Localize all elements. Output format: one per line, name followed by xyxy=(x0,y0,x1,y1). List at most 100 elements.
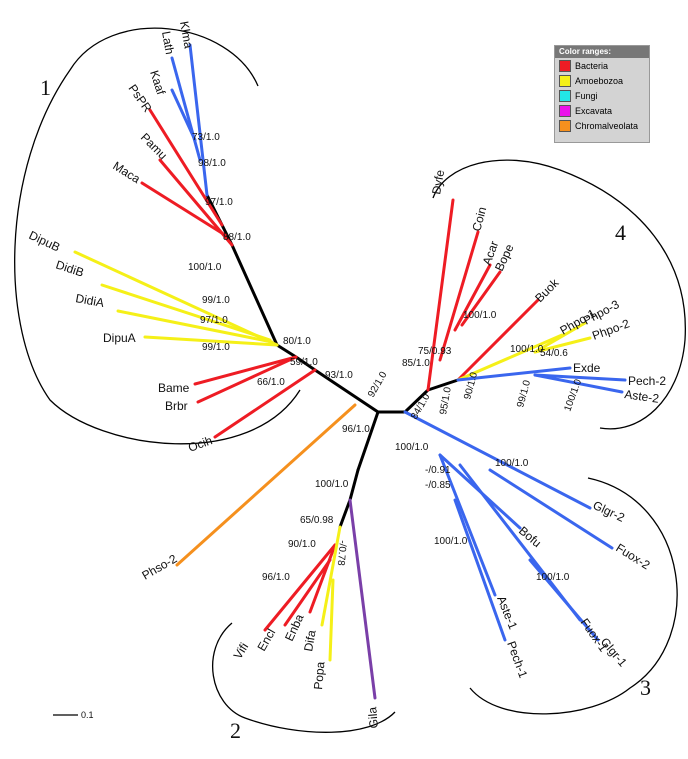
branch-enba xyxy=(308,543,337,614)
branch-pech-2 xyxy=(533,373,627,382)
legend-item-excavata: Excavata xyxy=(555,104,649,118)
support-value: 65/0.98 xyxy=(300,515,334,526)
branch-phpo-3 xyxy=(533,321,587,354)
legend-item-label: Chromalveolata xyxy=(575,121,639,131)
tree-backbone xyxy=(205,193,460,529)
support-value: 90/1.0 xyxy=(288,539,316,550)
group-3-outline xyxy=(469,477,678,715)
support-value: 80/1.0 xyxy=(283,336,311,347)
support-value: 95/1.0 xyxy=(438,386,454,416)
branch-popa xyxy=(328,578,335,662)
branch-bope xyxy=(460,270,502,327)
support-value: 54/0.6 xyxy=(540,348,568,359)
branch-aste-2 xyxy=(533,373,624,394)
support-value: 88/1.0 xyxy=(223,232,251,243)
color-legend: Color ranges: Bacteria Amoebozoa Fungi E… xyxy=(554,45,650,143)
branch-klma xyxy=(188,43,209,197)
branch-aste-1 xyxy=(438,453,497,597)
taxon-label: DipuA xyxy=(103,331,136,345)
taxon-label: Difa xyxy=(301,629,319,653)
branch-phpo-2 xyxy=(533,336,592,354)
branch-dyfe xyxy=(426,198,455,392)
taxon-label: Lath xyxy=(159,30,177,55)
support-value: -/0.85 xyxy=(425,480,451,491)
group-1-outline xyxy=(14,27,301,445)
taxon-label: Brbr xyxy=(165,399,188,413)
branch-glgr-1 xyxy=(528,558,600,642)
support-value: 96/1.0 xyxy=(262,572,290,583)
branch-encl xyxy=(283,558,332,627)
taxon-label: Gila xyxy=(365,706,381,729)
support-value: 98/1.0 xyxy=(198,158,226,169)
support-value: 59/1.0 xyxy=(290,357,318,368)
legend-item-fungi: Fungi xyxy=(555,89,649,103)
scale-label: 0.1 xyxy=(81,710,94,720)
branch-ocih xyxy=(213,368,317,439)
support-value: 99/1.0 xyxy=(515,379,533,409)
taxon-label: Maca xyxy=(110,159,143,187)
branch-didia xyxy=(116,309,274,344)
legend-item-chromalveolata: Chromalveolata xyxy=(555,119,649,133)
branch-difa xyxy=(320,525,342,627)
support-value: 97/1.0 xyxy=(200,315,228,326)
taxon-label: Encl xyxy=(254,626,278,653)
taxon-label: Aste-1 xyxy=(494,594,520,632)
taxon-label: Coin xyxy=(469,205,489,232)
branch-vifi xyxy=(263,543,337,632)
branch-gila xyxy=(348,498,377,700)
legend-swatch xyxy=(559,90,571,102)
branch-kaaf xyxy=(170,88,197,142)
taxon-label: DidiA xyxy=(74,291,105,310)
branch-dipua xyxy=(143,335,279,347)
support-value: 99/1.0 xyxy=(202,295,230,306)
branch-acar xyxy=(453,263,492,332)
taxon-label: Pech-1 xyxy=(504,639,530,680)
support-value: 100/1.0 xyxy=(188,262,222,273)
support-value: 100/1.0 xyxy=(495,458,529,469)
support-value: 99/1.0 xyxy=(202,342,230,353)
legend-item-label: Fungi xyxy=(575,91,598,101)
legend-swatch xyxy=(559,105,571,117)
taxon-label: Dyfe xyxy=(429,168,447,195)
support-value: 90/1.0 xyxy=(462,371,480,401)
branch-fuox-2 xyxy=(488,468,614,550)
legend-swatch xyxy=(559,60,571,72)
support-value: 100/1.0 xyxy=(562,377,584,413)
support-value: 73/1.0 xyxy=(192,132,220,143)
support-value: 66/1.0 xyxy=(257,377,285,388)
legend-title: Color ranges: xyxy=(555,46,649,58)
taxon-label: Exde xyxy=(573,361,601,375)
support-value: 92/1.0 xyxy=(366,370,390,400)
branch-pech-1 xyxy=(453,498,507,642)
taxon-label: Glgr-2 xyxy=(591,498,627,525)
support-value: -/0.78 xyxy=(335,540,348,567)
legend-item-bacteria: Bacteria xyxy=(555,59,649,73)
legend-item-label: Excavata xyxy=(575,106,613,116)
branch-phpo-1 xyxy=(456,333,564,382)
group-number-4: 4 xyxy=(615,220,626,245)
taxon-label: Glgr-1 xyxy=(598,635,630,670)
legend-item-label: Bacteria xyxy=(575,61,609,71)
taxon-label: Phso-2 xyxy=(140,551,180,582)
support-value: -/0.91 xyxy=(425,465,451,476)
branch-didib xyxy=(100,283,272,342)
branch-bame xyxy=(193,355,298,386)
support-value: 75/0.93 xyxy=(418,346,452,357)
group-number-3: 3 xyxy=(640,675,651,700)
branch-exde xyxy=(456,366,572,382)
taxon-label: Buok xyxy=(532,275,562,305)
branch-lath xyxy=(170,56,202,162)
taxon-label: Pech-2 xyxy=(628,374,666,388)
taxon-label: DipuB xyxy=(27,228,63,255)
branch-dipub xyxy=(73,250,279,347)
taxon-label: Ocih xyxy=(186,433,214,455)
support-value: 100/1.0 xyxy=(536,572,570,583)
support-value: 85/1.0 xyxy=(402,358,430,369)
support-value: 96/1.0 xyxy=(342,424,370,435)
support-value: 93/1.0 xyxy=(325,370,353,381)
taxon-label: Fuox-2 xyxy=(613,541,652,573)
group-number-2: 2 xyxy=(230,718,241,743)
branch-pspr xyxy=(148,108,224,227)
branch-buok xyxy=(456,298,540,382)
